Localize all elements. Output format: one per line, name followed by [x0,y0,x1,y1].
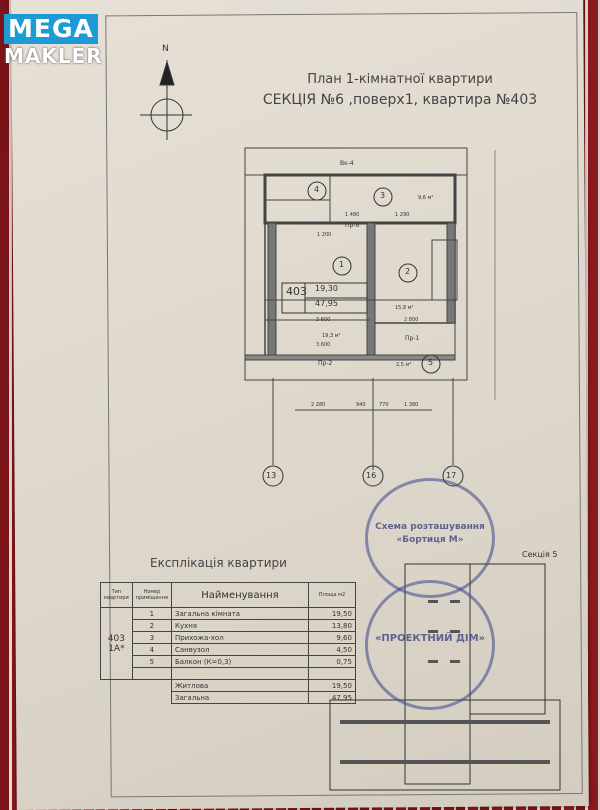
room-2-marker [398,263,418,283]
room-2-area: 15,8 м² [395,305,414,311]
apt-type-number: 403 [107,633,125,644]
room-name: Санвузол [170,643,309,656]
room-5-number: 5 [428,358,434,367]
room-name: Кухня [170,619,309,632]
axis-16-label: 16 [366,471,377,480]
room-area: 9,60 [307,631,356,644]
room-area: 0,75 [307,655,356,668]
apartment-number: 403 [286,285,307,298]
lintel-label: Пр-6 [345,222,360,229]
header-number: Номер приміщення [131,582,172,608]
explication-title: Експлікація квартири [150,556,287,570]
room-1-number: 1 [339,260,345,269]
lintel-label: Вк-4 [340,160,354,167]
axis-13-marker [262,465,284,487]
room-5-area: 2,5 м² [396,362,412,368]
room-num: 2 [131,619,172,632]
section-5-label: Секція 5 [522,550,558,559]
logo-makler: MAKLER [4,44,103,68]
axis-13-label: 13 [266,471,277,480]
room-num: 3 [131,631,172,644]
room-name: Загальна кімната [170,607,309,620]
total-area-value: 19,50 [307,679,356,692]
north-arrow-icon [140,60,192,140]
living-area: 19,30 [315,284,338,293]
room-4-number: 4 [314,185,320,194]
room-2-number: 2 [405,267,411,276]
room-1-marker [332,256,352,276]
dimension: 1 480 [345,212,360,218]
dimension: 770 [379,402,389,408]
room-num: 1 [131,607,172,620]
dimension: 2 800 [404,317,419,323]
dimension: 3 600 [316,342,331,348]
dimension: 1 200 [317,232,332,238]
room-3-number: 3 [380,191,386,200]
stamp-bottom-text: «ПРОЕКТНИЙ ДІМ» [374,633,486,644]
stamp-top-text: Схема розташування «Бортиця М» [375,522,485,545]
dimension: 1 290 [395,212,410,218]
lintel-label: Пр-2 [318,360,333,367]
dimension: 940 [356,402,366,408]
total-name: Загальна [170,691,309,704]
north-label: N [162,44,169,54]
room-area: 19,50 [307,607,356,620]
dimension: 2 280 [311,402,326,408]
room-area: 13,80 [307,619,356,632]
explication-table: Тип квартири Номер приміщення Найменуван… [100,582,356,704]
mega-makler-logo: MEGA MAKLER [4,14,103,68]
dimension: 3 600 [316,317,331,323]
room-3-marker [373,187,393,207]
header-name: Найменування [170,582,309,608]
room-1-area: 19,3 м² [322,333,341,339]
axis-17-label: 17 [446,471,457,480]
room-area: 4,50 [307,643,356,656]
total-name: Житлова [170,679,309,692]
apt-type-code: 1А* [108,643,125,654]
header-area: Площа м2 [307,582,356,608]
header-type: Тип квартири [100,582,133,608]
room-num: 5 [131,655,172,668]
total-area-value: 47,95 [307,691,356,704]
room-name: Прихожа-хол [170,631,309,644]
room-name: Балкон (К=0,3) [170,655,309,668]
table-row [101,667,356,680]
dimension: 1 380 [404,402,419,408]
axis-16-marker [362,465,384,487]
room-3-area: 9,6 м² [418,195,434,201]
room-num: 4 [131,643,172,656]
total-area: 47,95 [315,299,338,308]
room-5-marker [421,354,441,374]
plan-subtitle: СЕКЦІЯ №6 ,поверх1, квартира №403 [262,92,538,108]
plan-title: План 1-кімнатної квартири [307,72,493,87]
logo-mega: MEGA [4,14,98,44]
lintel-label: Пр-1 [405,335,420,342]
stamp-bottom: «ПРОЕКТНИЙ ДІМ» [365,580,495,710]
room-4-marker [307,181,327,201]
